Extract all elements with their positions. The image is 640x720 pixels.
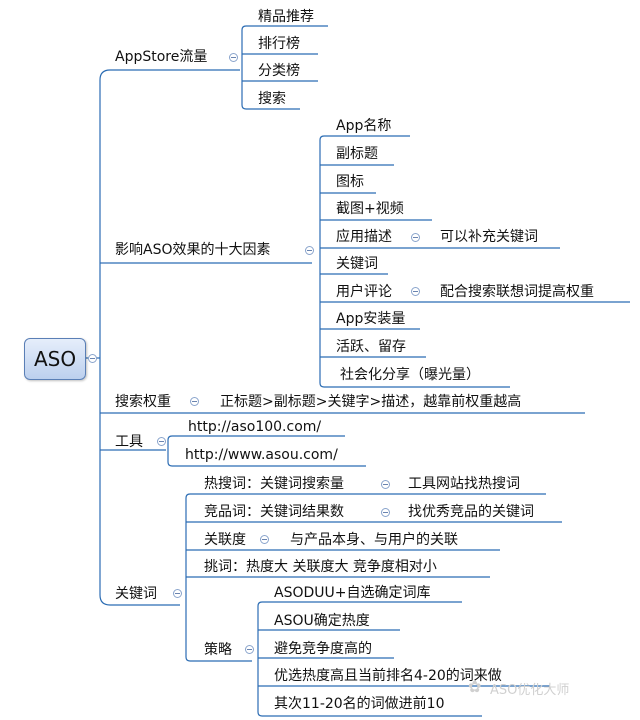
factors-collapse-icon[interactable] <box>305 246 314 255</box>
wechat-icon: ✿ <box>468 677 482 696</box>
branch-tools[interactable]: 工具 <box>115 434 143 450</box>
branch-appstore[interactable]: AppStore流量 <box>115 49 208 65</box>
tools-collapse-icon[interactable] <box>157 437 166 446</box>
user-reviews-collapse-icon[interactable] <box>411 287 420 296</box>
branch-search-weight[interactable]: 搜索权重 <box>115 394 171 410</box>
factor-note[interactable]: 配合搜索联想词提高权重 <box>440 284 594 300</box>
strategy-item[interactable]: ASODUU+自选确定词库 <box>274 585 431 601</box>
tool-link[interactable]: http://www.asou.com/ <box>185 447 338 463</box>
relevance-collapse-icon[interactable] <box>260 535 269 544</box>
root-node[interactable]: ASO <box>24 338 86 380</box>
branch-keywords[interactable]: 关键词 <box>115 586 157 602</box>
keyword-strategy[interactable]: 策略 <box>204 642 232 658</box>
watermark: ASO优化大师 <box>490 683 570 698</box>
factor-item[interactable]: 用户评论 <box>336 284 392 300</box>
keywords-collapse-icon[interactable] <box>173 589 182 598</box>
factor-item[interactable]: 副标题 <box>336 146 378 162</box>
keyword-item[interactable]: 竞品词：关键词结果数 <box>204 504 344 520</box>
strategy-item[interactable]: 优选热度高且当前排名4-20的词来做 <box>274 668 502 684</box>
competitor-collapse-icon[interactable] <box>381 508 390 517</box>
factor-item[interactable]: 活跃、留存 <box>336 339 406 355</box>
app-description-collapse-icon[interactable] <box>411 233 420 242</box>
factor-note[interactable]: 可以补充关键词 <box>440 229 538 245</box>
search-weight-detail[interactable]: 正标题>副标题>关键字>描述，越靠前权重越高 <box>220 394 522 410</box>
appstore-collapse-icon[interactable] <box>229 53 238 62</box>
factor-item[interactable]: 社会化分享（曝光量） <box>340 367 480 383</box>
strategy-item[interactable]: ASOU确定热度 <box>274 613 370 629</box>
appstore-child[interactable]: 搜索 <box>258 91 286 107</box>
factor-item[interactable]: 应用描述 <box>336 229 392 245</box>
keyword-item[interactable]: 热搜词：关键词搜索量 <box>204 476 344 492</box>
factor-item[interactable]: 图标 <box>336 174 364 190</box>
factor-item[interactable]: App安装量 <box>336 311 406 327</box>
factor-item[interactable]: 关键词 <box>336 256 378 272</box>
keyword-note[interactable]: 工具网站找热搜词 <box>408 476 520 492</box>
appstore-child[interactable]: 精品推荐 <box>258 9 314 25</box>
keyword-note[interactable]: 找优秀竞品的关键词 <box>408 504 534 520</box>
tool-link[interactable]: http://aso100.com/ <box>188 419 322 435</box>
branch-factors[interactable]: 影响ASO效果的十大因素 <box>115 242 271 258</box>
factor-item[interactable]: App名称 <box>336 118 392 134</box>
factor-item[interactable]: 截图+视频 <box>336 201 404 217</box>
strategy-collapse-icon[interactable] <box>245 645 254 654</box>
appstore-child[interactable]: 排行榜 <box>258 36 300 52</box>
search-weight-collapse-icon[interactable] <box>190 397 199 406</box>
keyword-item[interactable]: 关联度 <box>204 532 246 548</box>
hot-collapse-icon[interactable] <box>381 480 390 489</box>
strategy-item[interactable]: 避免竞争度高的 <box>274 641 372 657</box>
root-collapse-icon[interactable] <box>88 354 97 363</box>
keyword-note[interactable]: 与产品本身、与用户的关联 <box>290 532 458 548</box>
appstore-child[interactable]: 分类榜 <box>258 63 300 79</box>
strategy-item[interactable]: 其次11-20名的词做进前10 <box>274 696 445 712</box>
keyword-item[interactable]: 挑词：热度大 关联度大 竞争度相对小 <box>204 559 437 575</box>
